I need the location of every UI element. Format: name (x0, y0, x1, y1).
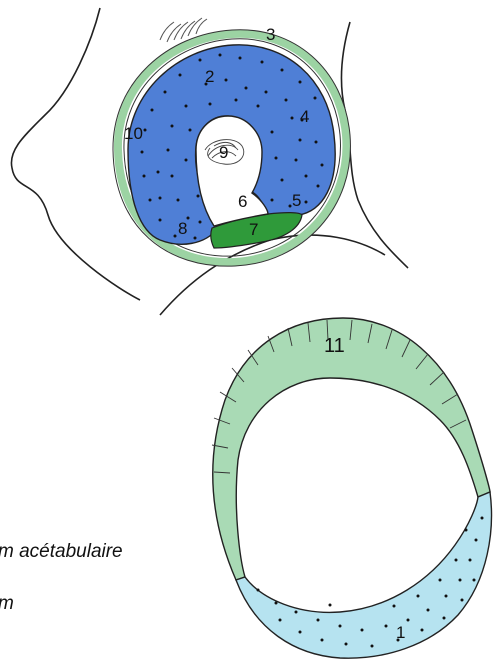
label-3: 3 (266, 25, 275, 44)
label-4: 4 (300, 107, 309, 126)
caption-line-2: m (0, 593, 14, 614)
label-7: 7 (249, 220, 258, 239)
label-5: 5 (292, 191, 301, 210)
label-9: 9 (219, 143, 228, 162)
label-10: 10 (124, 124, 143, 143)
label-1: 1 (396, 623, 405, 642)
label-8: 8 (178, 219, 187, 238)
right-contour-line (341, 22, 408, 268)
inner-cavity (196, 116, 268, 226)
caption-line-1: m acétabulaire (0, 541, 123, 562)
ring-green-part (213, 318, 490, 580)
label-11: 11 (324, 335, 345, 357)
ring-blue-part (236, 492, 491, 658)
label-2: 2 (205, 67, 214, 86)
label-6: 6 (238, 192, 247, 211)
